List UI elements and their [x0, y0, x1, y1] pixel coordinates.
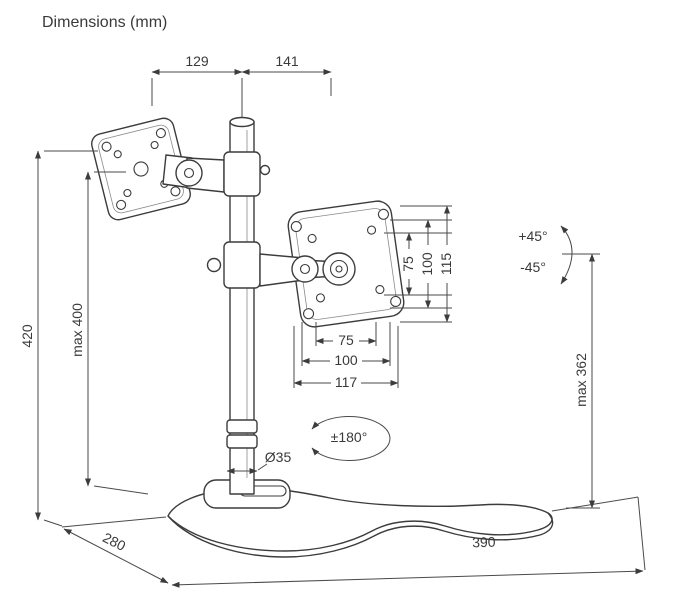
label-backing: [333, 334, 359, 348]
upper-arm-assembly: [91, 117, 271, 221]
left-vesa-plate: [91, 117, 191, 221]
base-front-rim: [167, 512, 554, 558]
vesa-hole: [113, 150, 122, 159]
cable-clip-upper: [226, 419, 258, 434]
ground-back-edge-right: [551, 496, 639, 512]
label-backing: [402, 249, 416, 279]
vesa-hole: [375, 284, 385, 295]
vesa-hole: [315, 293, 326, 303]
dim-line-base-width: [171, 568, 644, 588]
left-plate-center-hole: [133, 161, 149, 177]
dimension-annotations: 129 141 420 max 400 max 362 +45° -45°: [19, 53, 600, 527]
dim-left-heights: 420 max 400: [19, 150, 149, 527]
vesa-hole: [155, 128, 166, 139]
upper-arm-joint-bolt: [183, 167, 195, 179]
dim-vesa-horizontal: 75 100 117: [293, 322, 399, 390]
vesa-hole: [290, 221, 302, 233]
lower-pole-clamp: [223, 241, 261, 289]
label-backing: [421, 245, 435, 283]
clamp-bolt: [259, 164, 271, 176]
vesa-hole: [390, 295, 402, 307]
dim-top-widths: 129 141: [151, 53, 332, 117]
label-backing: [331, 376, 361, 390]
dim-label-swivel: ±180°: [331, 429, 368, 445]
tilt-arc-arrow: [560, 225, 573, 285]
vesa-hole: [170, 186, 181, 197]
dim-label-base-width: 390: [472, 534, 496, 551]
extension-line: [43, 519, 63, 527]
vesa-hole: [377, 208, 389, 220]
dim-label-v100: 100: [419, 252, 435, 276]
dim-label-v75: 75: [400, 256, 416, 272]
dim-vesa-vertical: 75 100 115: [384, 205, 454, 323]
vesa-hole: [366, 225, 377, 235]
dim-label-max-400: max 400: [69, 303, 85, 357]
vesa-hole: [123, 188, 132, 198]
dim-label-129: 129: [185, 53, 209, 69]
dim-label-h117: 117: [335, 374, 358, 390]
vesa-hole: [303, 308, 315, 320]
dim-label-141: 141: [275, 53, 299, 69]
vesa-hole: [116, 199, 127, 210]
lower-arm-joint-bolt: [299, 263, 311, 275]
swivel-arc-arrow: [311, 416, 391, 461]
dim-label-h75: 75: [338, 332, 354, 348]
vesa-hole: [101, 141, 112, 152]
pole-cap: [229, 116, 255, 128]
dim-line-base-depth: [63, 528, 169, 584]
dim-tilt: +45° -45°: [518, 225, 573, 285]
dim-swivel: ±180°: [311, 416, 391, 461]
page-title: Dimensions (mm): [42, 14, 167, 31]
clamp-knob: [206, 257, 222, 273]
label-backing: [440, 245, 454, 283]
dim-label-420: 420: [19, 324, 35, 348]
dim-pole-diameter: Ø35: [226, 449, 292, 474]
dim-label-max-362: max 362: [573, 353, 589, 407]
dim-label-h100: 100: [334, 352, 358, 368]
dim-label-tilt-up: +45°: [518, 228, 547, 244]
label-backing: [330, 354, 362, 368]
vesa-hole: [150, 140, 159, 150]
ground-back-edge-left: [61, 516, 167, 528]
upper-pole-clamp: [223, 151, 261, 197]
ball-joint-center: [335, 265, 343, 273]
dim-label-tilt-down: -45°: [520, 259, 546, 275]
dim-label-pole-diameter: Ø35: [265, 449, 292, 465]
leader-line: [257, 463, 268, 471]
ground-right-edge: [637, 496, 646, 571]
vesa-hole: [307, 233, 317, 244]
cable-clip-lower: [226, 434, 258, 449]
extension-line: [93, 485, 149, 495]
dim-right-height: max 362: [562, 253, 600, 509]
dim-label-v115: 115: [438, 253, 454, 276]
lower-arm-assembly: [206, 241, 356, 289]
